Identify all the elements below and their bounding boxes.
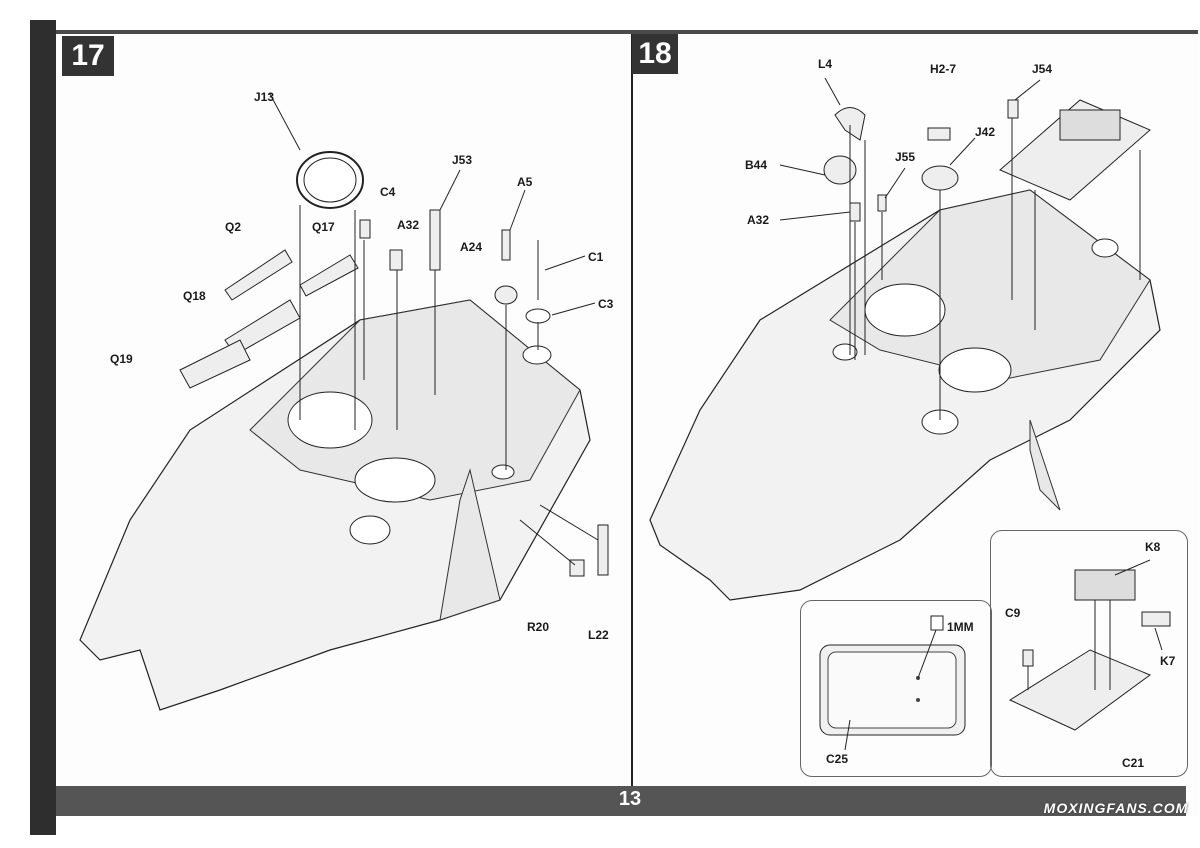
step-divider xyxy=(631,34,633,786)
label-a24: A24 xyxy=(460,240,483,254)
inset-c25 xyxy=(800,600,992,777)
label-j13: J13 xyxy=(254,90,275,104)
label-k8: K8 xyxy=(1145,540,1161,554)
label-a32: A32 xyxy=(397,218,420,232)
book-spine xyxy=(30,20,56,835)
label-thickness: 1MM xyxy=(947,620,974,634)
footer-bar xyxy=(56,786,1186,816)
watermark-logo: MOXINGFANS.COM xyxy=(1043,800,1189,816)
label-c1: C1 xyxy=(588,250,604,264)
label-l22: L22 xyxy=(588,628,609,642)
top-border xyxy=(56,30,1198,34)
label-q2: Q2 xyxy=(225,220,242,234)
step-18-hull-drawing xyxy=(649,77,1161,601)
step-17-hull-drawing xyxy=(79,93,609,711)
label-c25: C25 xyxy=(826,752,849,766)
label-j55: J55 xyxy=(895,150,916,164)
label-q17: Q17 xyxy=(312,220,335,234)
label-a5: A5 xyxy=(517,175,533,189)
label-l4: L4 xyxy=(818,57,833,71)
step-18-badge: 18 xyxy=(632,34,678,74)
label-c4: C4 xyxy=(380,185,396,199)
label-j53: J53 xyxy=(452,153,473,167)
label-a32-18: A32 xyxy=(747,213,770,227)
label-q19: Q19 xyxy=(110,352,133,366)
label-c9: C9 xyxy=(1005,606,1021,620)
label-b44: B44 xyxy=(745,158,768,172)
label-q18: Q18 xyxy=(183,289,206,303)
label-j42: J42 xyxy=(975,125,996,139)
label-j54: J54 xyxy=(1032,62,1053,76)
inset-c25-drawing xyxy=(819,615,966,751)
step-17-badge: 17 xyxy=(62,36,114,76)
page-number: 13 xyxy=(618,788,642,810)
inset-k8 xyxy=(990,530,1188,777)
label-k7: K7 xyxy=(1160,654,1176,668)
inset-k8-drawing xyxy=(1008,559,1171,731)
label-h2-7: H2-7 xyxy=(930,62,957,76)
label-c21: C21 xyxy=(1122,756,1145,770)
label-c3: C3 xyxy=(598,297,614,311)
label-r20: R20 xyxy=(527,620,550,634)
